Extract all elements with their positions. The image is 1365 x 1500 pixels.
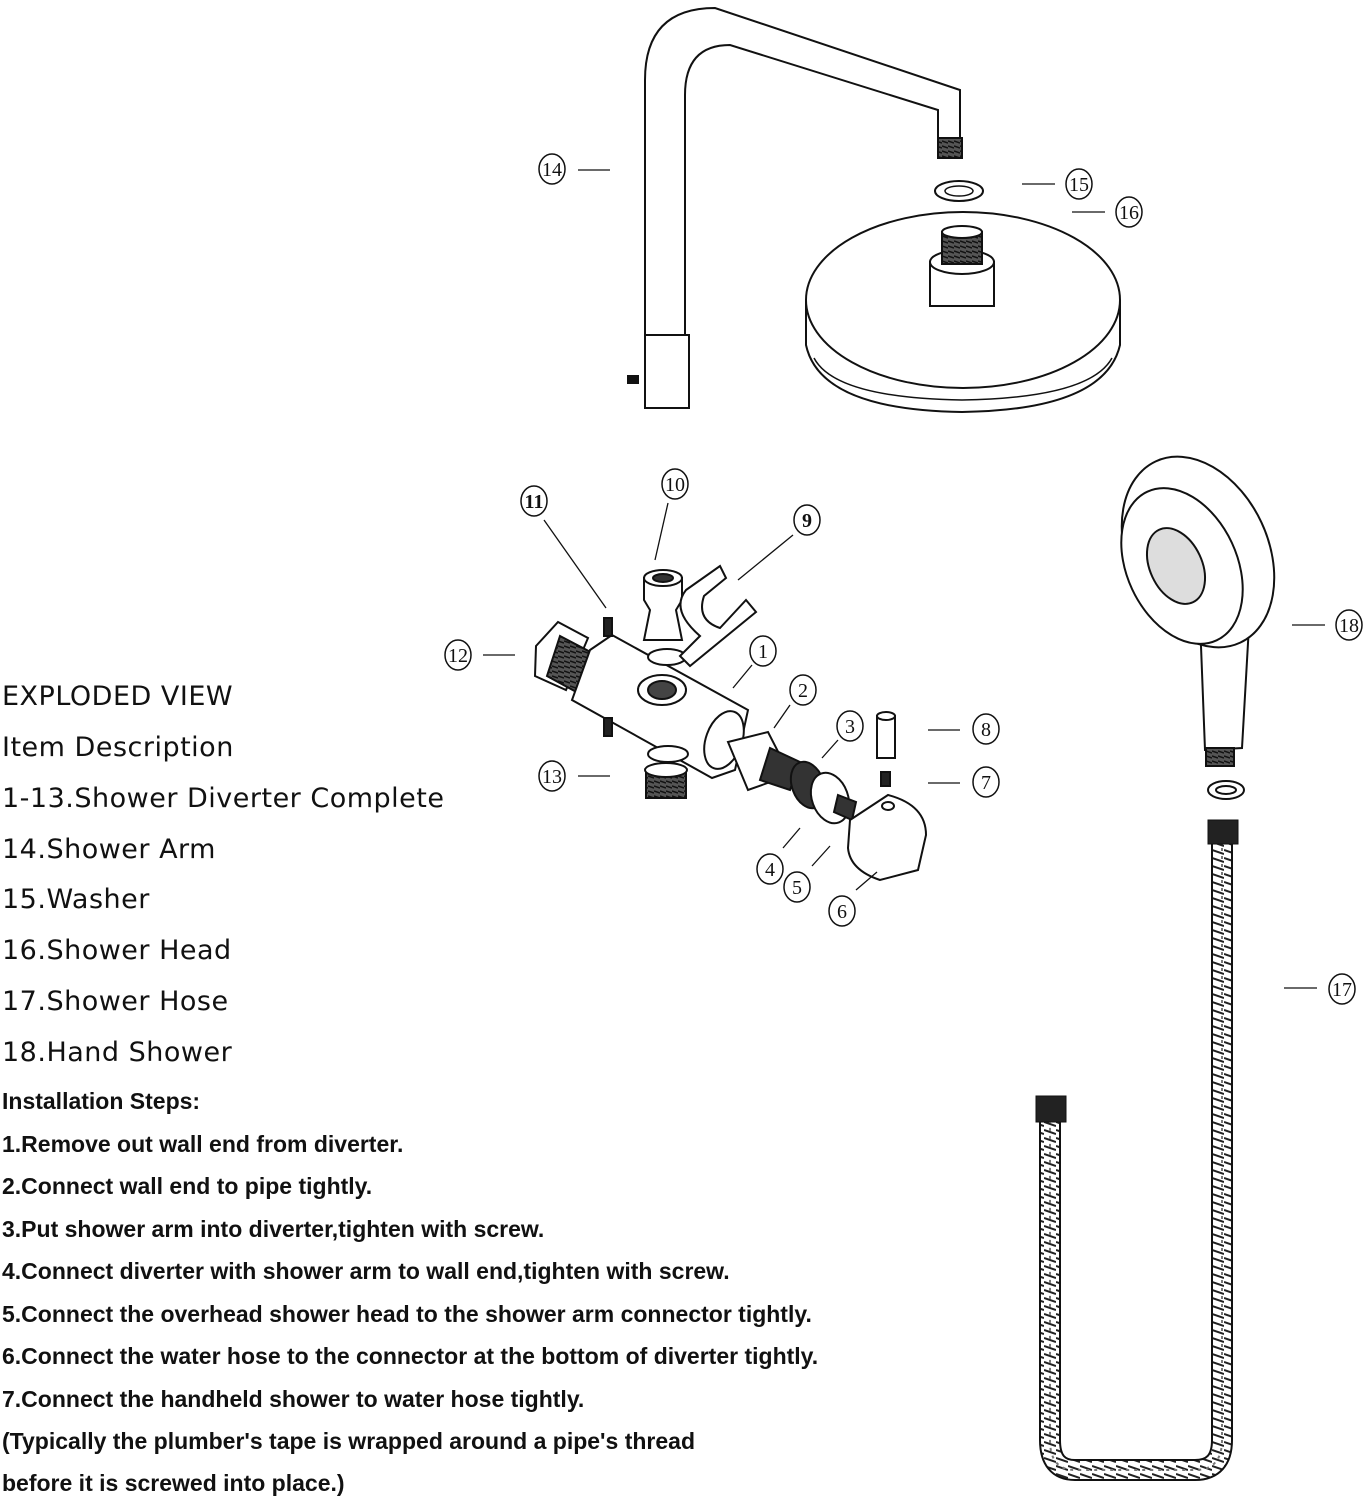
callout-labels: 1 2 3 4 5 6 7 8 9 10 11 12 13 14 15 16 1…	[448, 159, 1359, 1001]
callout-12-circle	[444, 639, 472, 671]
callout-5-circle	[783, 871, 811, 903]
callout-6: 6	[837, 901, 847, 923]
leader-lines	[483, 169, 1325, 989]
step-4: 4.Connect diverter with shower arm to wa…	[2, 1258, 730, 1284]
callout-17: 17	[1332, 979, 1352, 1001]
step-1: 1.Remove out wall end from diverter.	[2, 1131, 404, 1157]
callout-16: 16	[1119, 202, 1139, 224]
callout-16-circle	[1115, 196, 1143, 228]
item-1: 1-13.Shower Diverter Complete	[2, 783, 445, 814]
callout-14: 14	[542, 159, 562, 181]
callout-17-circle	[1328, 973, 1356, 1005]
item-4: 16.Shower Head	[2, 935, 232, 966]
callout-4-circle	[756, 853, 784, 885]
shower-hose-part	[1035, 819, 1239, 1481]
callout-7-circle	[972, 766, 1000, 798]
installation-steps-heading: Installation Steps:	[2, 1088, 201, 1114]
callout-3-circle	[836, 710, 864, 742]
callout-15-circle	[1065, 168, 1093, 200]
callout-4: 4	[765, 859, 775, 881]
callout-2: 2	[798, 680, 808, 702]
callout-14-circle	[538, 153, 566, 185]
item-description-heading: Item Description	[2, 732, 234, 763]
callout-9-circle	[793, 504, 821, 536]
callout-6-circle	[828, 895, 856, 927]
callout-13-circle	[538, 760, 566, 792]
step-5: 5.Connect the overhead shower head to th…	[2, 1301, 812, 1327]
diagram-title: EXPLODED VIEW	[2, 681, 234, 712]
callout-15: 15	[1069, 174, 1089, 196]
step-7: 7.Connect the handheld shower to water h…	[2, 1386, 585, 1412]
callouts	[444, 153, 1363, 1005]
callout-18: 18	[1339, 615, 1359, 637]
callout-13: 13	[542, 766, 562, 788]
diverter-part	[533, 564, 928, 882]
callout-9: 9	[802, 510, 812, 532]
washer-part	[934, 180, 984, 202]
shower-head-part	[805, 211, 1121, 414]
hand-shower-part	[1120, 455, 1276, 800]
note-line-1: (Typically the plumber's tape is wrapped…	[2, 1428, 695, 1454]
callout-7: 7	[981, 772, 991, 794]
callout-3: 3	[845, 716, 855, 738]
callout-1-circle	[749, 635, 777, 667]
step-2: 2.Connect wall end to pipe tightly.	[2, 1173, 373, 1199]
note-line-2: before it is screwed into place.)	[2, 1470, 345, 1496]
item-2: 14.Shower Arm	[2, 834, 216, 865]
callout-2-circle	[789, 674, 817, 706]
callout-1: 1	[758, 641, 768, 663]
callout-18-circle	[1335, 609, 1363, 641]
item-5: 17.Shower Hose	[2, 986, 229, 1017]
item-6: 18.Hand Shower	[2, 1037, 233, 1068]
callout-12: 12	[448, 645, 468, 667]
callout-11: 11	[525, 491, 544, 513]
callout-8-circle	[972, 713, 1000, 745]
callout-10: 10	[665, 474, 685, 496]
step-3: 3.Put shower arm into diverter,tighten w…	[2, 1216, 545, 1242]
callout-5: 5	[792, 877, 802, 899]
item-3: 15.Washer	[2, 884, 150, 915]
callout-8: 8	[981, 719, 991, 741]
callout-11-circle	[520, 485, 548, 517]
callout-10-circle	[661, 468, 689, 500]
step-6: 6.Connect the water hose to the connecto…	[2, 1343, 819, 1369]
shower-arm-part	[627, 6, 963, 409]
